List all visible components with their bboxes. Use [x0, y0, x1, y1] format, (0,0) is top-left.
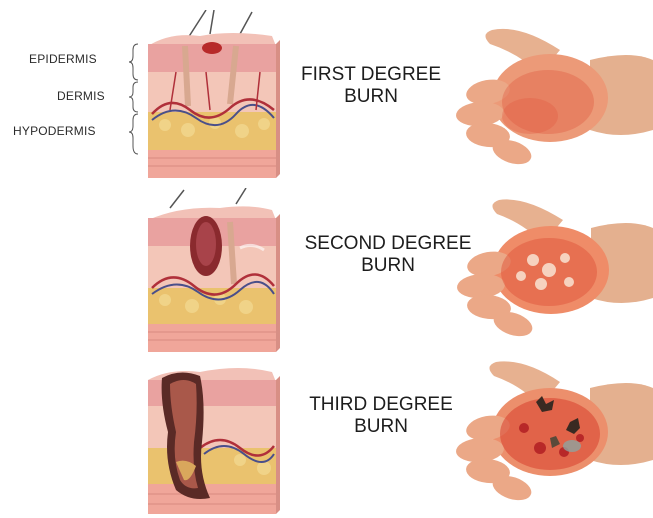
third-degree-skin-cross-section	[140, 362, 282, 518]
first-degree-skin-cross-section	[140, 10, 282, 182]
second-degree-hand-illustration	[445, 192, 653, 340]
layer-braces	[128, 42, 140, 162]
first-degree-hand-illustration	[440, 20, 653, 170]
hypodermis-label: HYPODERMIS	[13, 124, 96, 138]
second-degree-skin-cross-section	[140, 188, 282, 356]
dermis-label: DERMIS	[57, 89, 105, 103]
epidermis-label: EPIDERMIS	[29, 52, 97, 66]
third-degree-hand-illustration	[440, 352, 653, 504]
